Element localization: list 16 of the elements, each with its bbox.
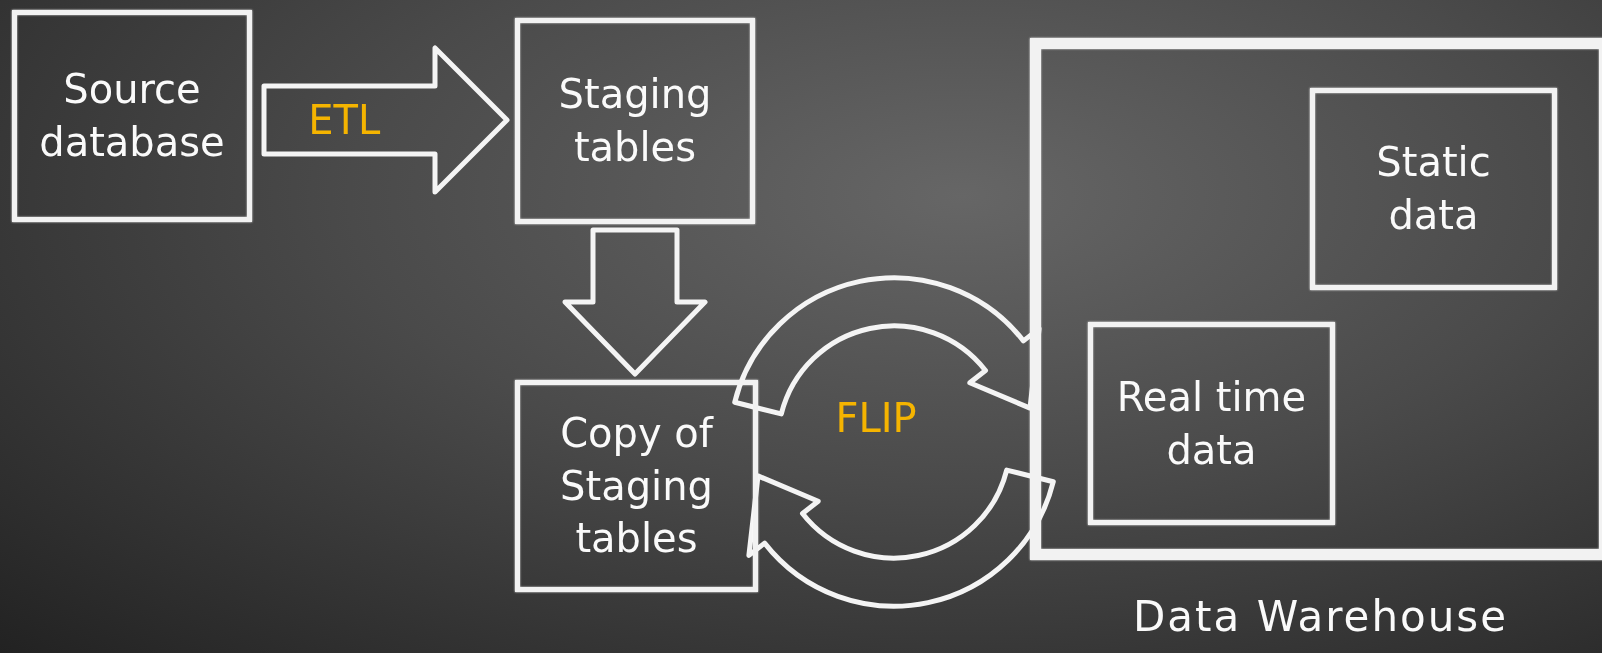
box-label: Static data	[1375, 138, 1492, 240]
box-label: Real time data	[1115, 372, 1308, 475]
copy-box	[515, 380, 758, 592]
frame-title: Data Warehouse	[1132, 590, 1510, 643]
curved-arrow	[746, 467, 1056, 609]
edge-label: FLIP	[835, 395, 917, 441]
staging-box	[515, 18, 755, 224]
box-label: Staging tables	[557, 70, 713, 172]
edge-label: ETL	[308, 97, 381, 143]
static-data-box	[1310, 88, 1557, 290]
block-arrow	[261, 45, 510, 195]
box-label: Source database	[38, 65, 226, 167]
block-arrow	[562, 227, 708, 377]
realtime-data-box	[1088, 322, 1335, 525]
box-label: Copy of Staging tables	[559, 408, 715, 564]
source-box	[12, 10, 252, 222]
